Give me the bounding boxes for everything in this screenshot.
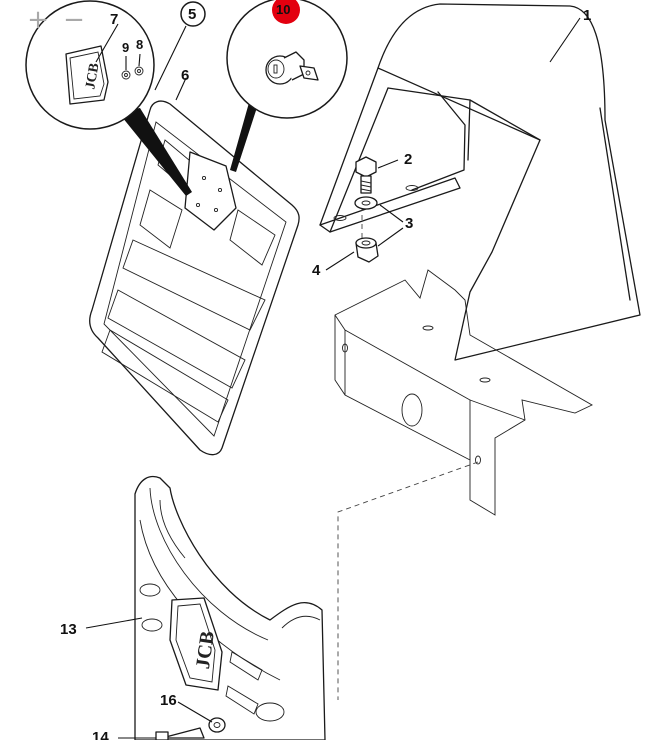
lower-front-panel[interactable]: JCB: [134, 475, 326, 740]
inset-pointer-badge: [118, 108, 192, 196]
callout-labels: 1 2 3 4 5 6 7 8 9 10 13 14 16: [60, 0, 591, 740]
callout-5[interactable]: 5: [188, 6, 196, 23]
callout-1[interactable]: 1: [583, 7, 591, 24]
inset-pointer-lock: [230, 92, 262, 172]
lock-detail-inset[interactable]: [226, 0, 348, 119]
callout-10-highlight: [272, 0, 300, 24]
callout-4[interactable]: 4: [312, 262, 321, 279]
callout-5-circle: [180, 1, 206, 27]
callout-10[interactable]: 10: [276, 2, 290, 17]
callout-7[interactable]: 7: [110, 11, 118, 28]
callout-2[interactable]: 2: [404, 151, 412, 168]
callout-6[interactable]: 6: [181, 67, 189, 84]
callout-9[interactable]: 9: [122, 40, 129, 55]
panel-badge-logo: JCB: [192, 630, 219, 670]
zoom-in-button[interactable]: +: [27, 5, 49, 35]
callout-16[interactable]: 16: [160, 692, 177, 709]
zoom-controls: + −: [26, 5, 86, 35]
zoom-out-button[interactable]: −: [63, 5, 85, 35]
bolt[interactable]: [355, 156, 377, 194]
callout-14[interactable]: 14: [92, 729, 109, 740]
mounting-bracket[interactable]: [334, 269, 593, 516]
hood-frame[interactable]: [319, 3, 641, 361]
leader-lines: [85, 17, 581, 739]
nut[interactable]: [355, 237, 379, 263]
panel-bolt[interactable]: [155, 727, 205, 740]
inset-badge-logo: JCB: [83, 62, 102, 91]
callout-8[interactable]: 8: [136, 37, 143, 52]
washer[interactable]: [354, 196, 378, 210]
panel-washer[interactable]: [208, 717, 226, 733]
callout-3[interactable]: 3: [405, 215, 413, 232]
assembly-line: [337, 461, 479, 700]
front-grille-plate[interactable]: [89, 100, 300, 456]
callout-13[interactable]: 13: [60, 621, 77, 638]
